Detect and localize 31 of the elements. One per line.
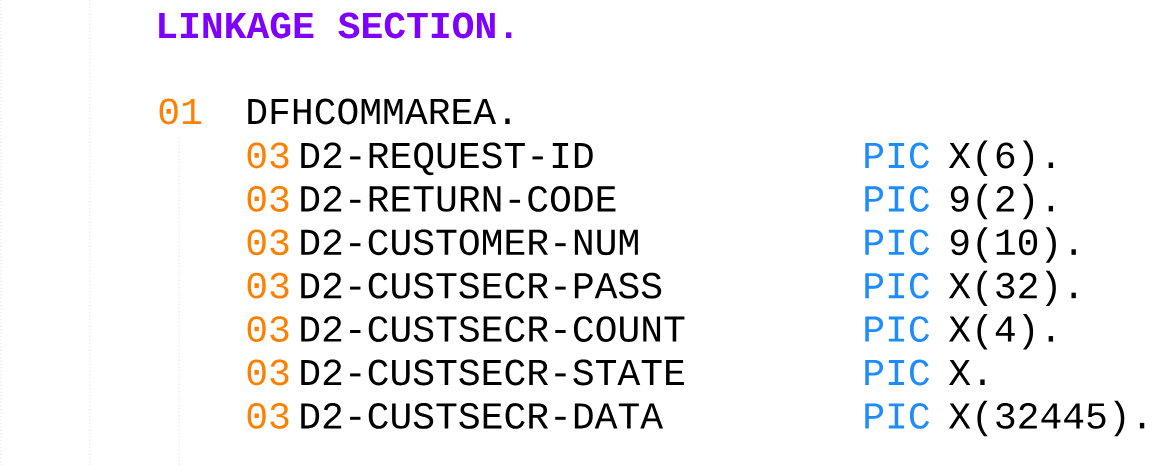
code-keyword: PIC — [865, 316, 930, 342]
data-name: D2-CUSTOMER-NUM — [301, 229, 638, 256]
picture-clause: X. — [948, 360, 985, 385]
data-name: D2-CUSTSECR-STATE — [301, 359, 684, 386]
level-number: 01 — [159, 98, 202, 125]
picture-clause: 9(10). — [950, 227, 1076, 263]
code-keyword: PIC — [865, 403, 930, 429]
code-keyword: PIC — [865, 272, 930, 299]
level-number: 03 — [247, 359, 289, 386]
section-header: LINKAGE SECTION. — [159, 12, 512, 39]
data-name: D2-CUSTSECR-PASS — [301, 272, 662, 299]
data-name: D2-CUSTSECR-DATA — [301, 403, 664, 429]
level-number: 03 — [247, 403, 289, 429]
picture-clause: 9(2). — [950, 183, 1054, 220]
picture-clause: X(32). — [948, 270, 1076, 307]
code-keyword: PIC — [865, 142, 930, 169]
data-name: D2-RETURN-CODE — [301, 186, 616, 212]
level-number: 03 — [247, 142, 289, 169]
data-name: DFHCOMMAREA. — [248, 98, 510, 125]
picture-clause: X(6). — [948, 140, 1054, 176]
data-name: D2-REQUEST-ID — [301, 142, 593, 176]
picture-clause: X(4). — [948, 314, 1054, 350]
level-number: 03 — [247, 186, 289, 212]
picture-clause: X(32445). — [948, 400, 1145, 437]
code-keyword: PIC — [865, 186, 930, 212]
code-keyword: PIC — [865, 359, 930, 386]
code-keyword: PIC — [865, 229, 930, 256]
level-number: 03 — [247, 229, 289, 256]
level-number: 03 — [247, 272, 289, 299]
data-name: D2-CUSTSECR-COUNT — [301, 316, 685, 342]
level-number: 03 — [247, 316, 289, 342]
